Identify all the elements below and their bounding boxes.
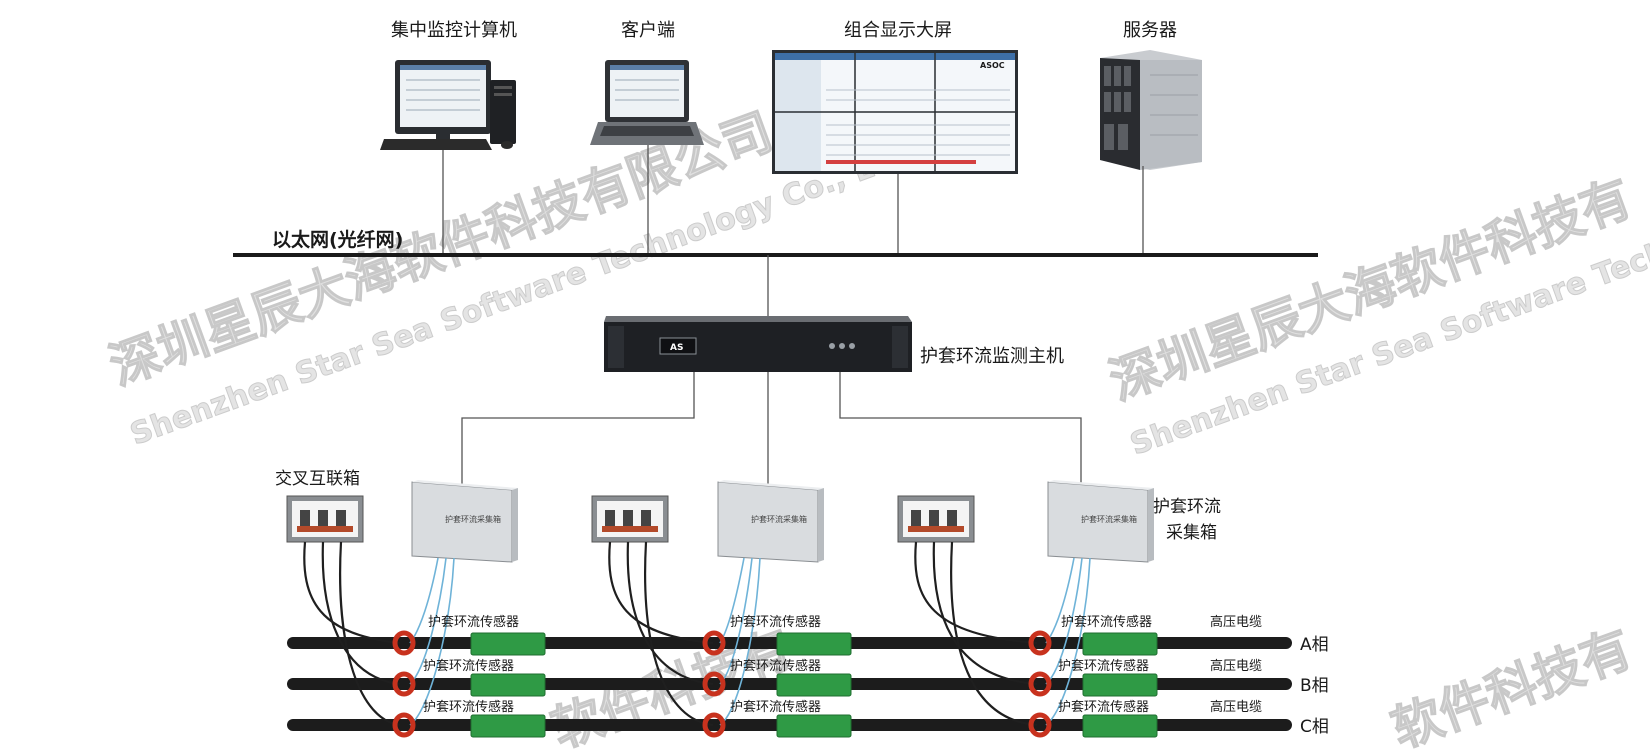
cable-label-b: 高压电缆	[1210, 658, 1262, 674]
sensor-label: 护套环流传感器	[423, 699, 514, 715]
collector-label-line1: 护套环流	[1153, 497, 1221, 517]
cable-joints	[470, 632, 1158, 738]
sensor-label: 护套环流传感器	[1061, 614, 1152, 630]
host-to-collectors-lines	[461, 372, 1082, 488]
junction-box-1	[286, 495, 364, 543]
sensor-label: 护套环流传感器	[428, 614, 519, 630]
current-sensor-icon	[392, 630, 1052, 738]
watermark: 深圳星辰大海软件科技有限公司 Shenzhen Star Sea Softwar…	[102, 102, 1650, 750]
collector-box-1-text: 护套环流采集箱	[445, 514, 501, 524]
phase-label-a: A相	[1300, 635, 1329, 655]
sensor-labels: 护套环流传感器 护套环流传感器 护套环流传感器 护套环流传感器 护套环流传感器 …	[423, 614, 1152, 715]
sensor-label: 护套环流传感器	[730, 658, 821, 674]
sensor-label: 护套环流传感器	[730, 614, 821, 630]
desktop-computer-icon	[380, 60, 516, 150]
device-drop-lines	[442, 145, 1144, 255]
ethernet-label: 以太网(光纤网)	[272, 228, 403, 251]
laptop-icon	[590, 60, 704, 145]
phase-label-c: C相	[1300, 717, 1329, 737]
sensor-signal-lines	[409, 557, 1091, 726]
cable-label-c: 高压电缆	[1210, 699, 1262, 715]
collector-box-2-text: 护套环流采集箱	[751, 514, 807, 524]
server-rack-icon	[1100, 50, 1202, 170]
watermark-cn-bottom-right: 软件科技有	[1384, 619, 1639, 750]
video-wall-label: 组合显示大屏	[844, 20, 952, 41]
sensor-label: 护套环流传感器	[1058, 699, 1149, 715]
junction-box-2	[591, 495, 669, 543]
monitoring-host-icon: AS	[604, 316, 912, 372]
video-wall-brand: ASOC	[980, 61, 1005, 70]
client-label: 客户端	[621, 20, 675, 41]
collector-box-3-text: 护套环流采集箱	[1081, 514, 1137, 524]
cable-label-a: 高压电缆	[1210, 614, 1262, 630]
grounding-wires	[303, 541, 1038, 727]
host-badge: AS	[670, 343, 683, 353]
central-pc-label: 集中监控计算机	[391, 20, 517, 41]
monitoring-host-label: 护套环流监测主机	[920, 346, 1064, 367]
junction-box-label: 交叉互联箱	[275, 469, 360, 489]
collector-box-1: 护套环流采集箱	[411, 480, 518, 563]
phase-label-b: B相	[1300, 676, 1329, 696]
collector-label-line2: 采集箱	[1166, 523, 1217, 543]
junction-box-3	[897, 495, 975, 543]
sensor-label: 护套环流传感器	[423, 658, 514, 674]
server-label: 服务器	[1123, 20, 1177, 41]
collector-box-3: 护套环流采集箱	[1047, 480, 1154, 563]
video-wall-icon: ASOC	[772, 50, 1018, 174]
sensor-label: 护套环流传感器	[1058, 658, 1149, 674]
collector-box-2: 护套环流采集箱	[717, 480, 824, 563]
sensor-label: 护套环流传感器	[730, 699, 821, 715]
